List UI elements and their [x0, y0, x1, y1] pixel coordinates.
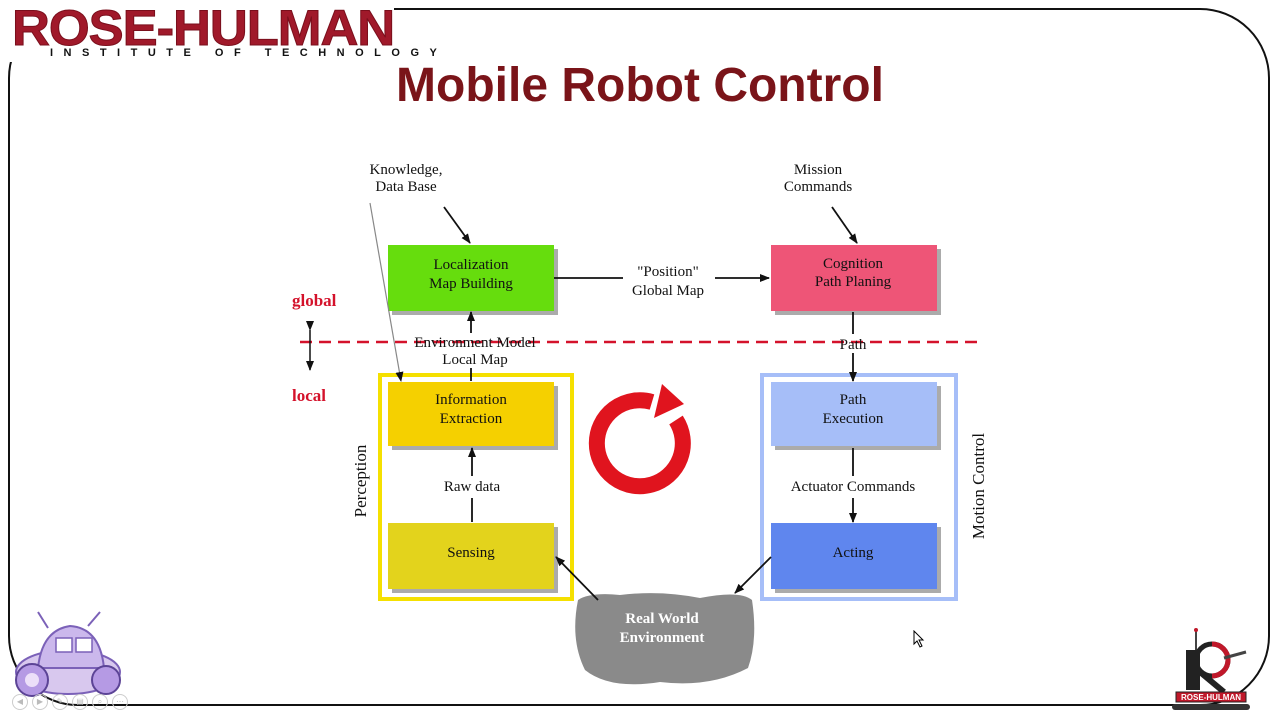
- nav-back-icon[interactable]: ◀: [12, 694, 28, 710]
- actuator-commands-label: Actuator Commands: [791, 479, 916, 495]
- nav-more-icon[interactable]: ⋯: [112, 694, 128, 710]
- mission-arrow: [831, 206, 858, 244]
- logo-wordmark: ROSE-HULMAN: [11, 0, 395, 57]
- position-label-1: "Position": [637, 264, 698, 280]
- nav-zoom-icon[interactable]: ⌕: [92, 694, 108, 710]
- environment-model-label-1: Environment Model: [414, 335, 535, 351]
- acting-to-world-arrow: [734, 556, 772, 594]
- position-label-2: Global Map: [632, 283, 704, 299]
- cognition-label-1: Cognition: [823, 256, 884, 272]
- sensing-label: Sensing: [447, 545, 495, 561]
- sensing-box: [388, 523, 554, 589]
- path-execution-label-2: Execution: [823, 411, 884, 427]
- slide-nav-controls: ◀ ▶ ✎ ▤ ⌕ ⋯: [12, 694, 128, 710]
- information-extraction-box: [388, 382, 554, 446]
- local-level-label: local: [292, 386, 326, 405]
- real-world-label-2: Environment: [620, 630, 705, 646]
- slide-title: Mobile Robot Control: [396, 59, 884, 112]
- environment-model-label-2: Local Map: [442, 352, 507, 368]
- acting-box: [771, 523, 937, 589]
- nav-pen-icon[interactable]: ✎: [52, 694, 68, 710]
- logo-subtitle: INSTITUTE OF TECHNOLOGY: [50, 47, 448, 59]
- real-world-blob: [575, 593, 755, 685]
- world-to-sensing-arrow: [555, 556, 599, 601]
- nav-forward-icon[interactable]: ▶: [32, 694, 48, 710]
- localization-box: [388, 245, 554, 311]
- mouse-cursor-icon: [913, 630, 925, 648]
- robot-car-icon: [15, 611, 121, 697]
- path-execution-box: [771, 382, 937, 446]
- knowledge-label-2: Data Base: [375, 179, 437, 195]
- perception-group-label: Perception: [351, 444, 370, 517]
- motion-control-group-label: Motion Control: [969, 433, 988, 540]
- corner-logo-text: ROSE-HULMAN: [1181, 693, 1241, 702]
- nav-menu-icon[interactable]: ▤: [72, 694, 88, 710]
- raw-data-label: Raw data: [444, 479, 501, 495]
- path-edge-label: Path: [840, 337, 867, 353]
- path-execution-label-1: Path: [840, 392, 867, 408]
- localization-label-2: Map Building: [429, 276, 513, 292]
- information-label-2: Extraction: [440, 411, 503, 427]
- knowledge-arrow: [443, 206, 471, 244]
- cognition-label-2: Path Planing: [815, 274, 892, 290]
- slide-frame: [8, 8, 1270, 706]
- cycle-arrow-icon: [588, 384, 691, 495]
- localization-label-1: Localization: [434, 257, 509, 273]
- rose-hulman-logo: ROSE-HULMAN INSTITUTE OF TECHNOLOGY: [10, 0, 437, 62]
- knowledge-thin-arrow: [369, 202, 404, 382]
- cognition-box: [771, 245, 937, 311]
- global-level-label: global: [292, 291, 337, 310]
- mission-label-2: Commands: [784, 179, 852, 195]
- information-label-1: Information: [435, 392, 507, 408]
- knowledge-label-1: Knowledge,: [370, 162, 443, 178]
- perception-frame: [378, 373, 574, 601]
- mission-label-1: Mission: [794, 162, 843, 178]
- rose-hulman-robot-logo: ROSE-HULMAN: [1172, 628, 1250, 710]
- motion-control-frame: [760, 373, 958, 601]
- real-world-label-1: Real World: [625, 611, 699, 627]
- acting-label: Acting: [833, 545, 874, 561]
